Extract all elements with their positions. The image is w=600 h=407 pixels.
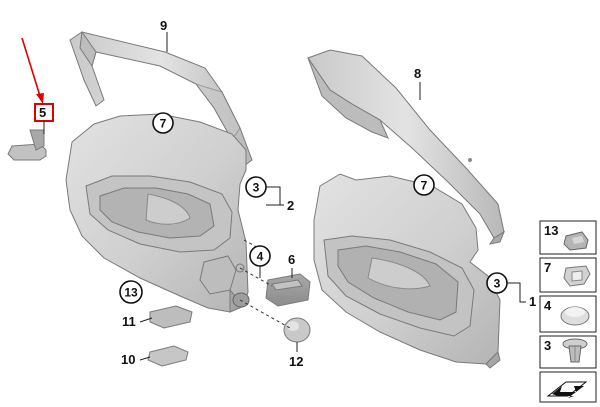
switch-housing-6: [265, 273, 311, 307]
door-panel-front: [65, 113, 249, 313]
legend-item-4: 4: [544, 298, 552, 313]
assembly-lines: [239, 239, 291, 329]
door-panel-rear: [313, 173, 501, 369]
callout-12: 12: [289, 354, 303, 369]
clip-7-icon: [563, 265, 591, 287]
bracket-5: [7, 129, 47, 161]
pad-11: [149, 305, 193, 329]
highlight-arrow-icon: [21, 37, 44, 104]
callout-10: 10: [121, 352, 135, 367]
callout-7-front: 7: [160, 117, 167, 131]
callout-13: 13: [124, 286, 138, 300]
callout-3-rear: 3: [494, 277, 501, 291]
pad-10: [147, 345, 189, 367]
clip-13-icon: [563, 231, 589, 251]
legend-item-3: 3: [544, 338, 551, 353]
callout-3-front: 3: [253, 181, 260, 195]
callout-4: 4: [257, 250, 264, 264]
trim-strip-9: [69, 30, 253, 167]
callout-9: 9: [160, 18, 167, 33]
callouts: 9 8 7 7 3 2 3 1 4 6 12 13 1: [34, 18, 536, 369]
legend: 13 7 4 3: [539, 220, 597, 403]
callout-11: 11: [122, 314, 136, 329]
trim-strip-8: [307, 49, 506, 245]
rivet-3-icon: [562, 338, 588, 363]
direction-arrow-icon: [546, 381, 588, 398]
callout-5: 5: [39, 105, 46, 120]
cap-4-icon: [560, 306, 590, 326]
callout-8: 8: [414, 66, 421, 81]
callout-7-rear: 7: [421, 179, 428, 193]
callout-2: 2: [287, 198, 294, 213]
callout-6: 6: [288, 252, 295, 267]
round-cover-12: [283, 317, 311, 343]
legend-item-7: 7: [544, 260, 551, 275]
callout-1: 1: [529, 294, 536, 309]
legend-item-13: 13: [544, 223, 558, 238]
